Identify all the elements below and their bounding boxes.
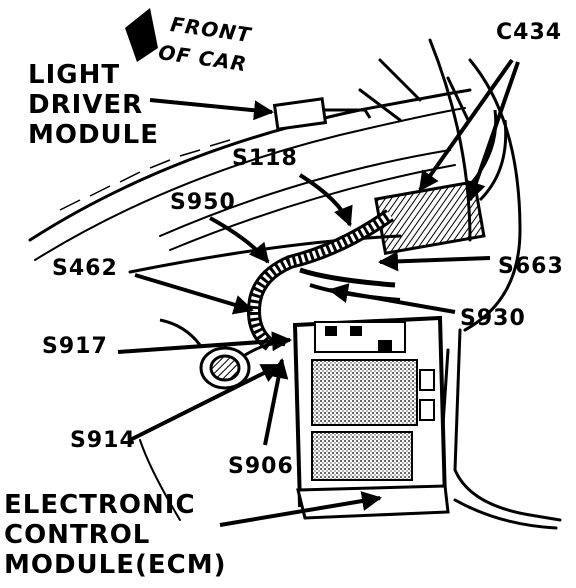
arrow-s462 [134,273,254,315]
s950-label: S950 [170,190,236,215]
ecm-box-shape [292,315,450,520]
s914-connector-shape [159,318,286,390]
c434-label: C434 [496,20,563,45]
s906-label: S906 [228,454,294,479]
arrow-s914 [129,363,282,442]
arrow-s950 [209,216,270,264]
arrow-s930 [328,283,456,314]
light-driver-label-3: MODULE [28,120,159,150]
arrow-ecm [219,491,382,527]
arrow-c434-b [466,61,520,202]
arrow-c434-a [418,58,514,192]
arrow-s118 [298,173,353,227]
arrow-s906 [263,358,289,446]
arrow-light-driver [149,98,274,121]
arrow-s917 [117,331,292,354]
dash-texture [59,139,231,211]
s930-label: S930 [460,306,526,331]
arrow-s663 [378,251,491,272]
ecm-label-2: CONTROL [4,520,151,550]
s917-label: S917 [42,334,108,359]
light-driver-label-2: DRIVER [28,90,144,120]
s462-label: S462 [52,256,118,281]
light-driver-module-shape [272,97,372,131]
s663-label: S663 [498,254,564,279]
pointer-arrows [117,58,520,527]
light-driver-label-1: LIGHT [28,60,121,90]
ecm-label-1: ELECTRONIC [4,490,196,520]
s914-label: S914 [70,428,136,453]
c434-connector-shape [374,109,508,256]
ecm-label-3: MODULE(ECM) [4,550,227,580]
front-arrow-icon [125,8,158,62]
s118-label: S118 [232,146,298,171]
